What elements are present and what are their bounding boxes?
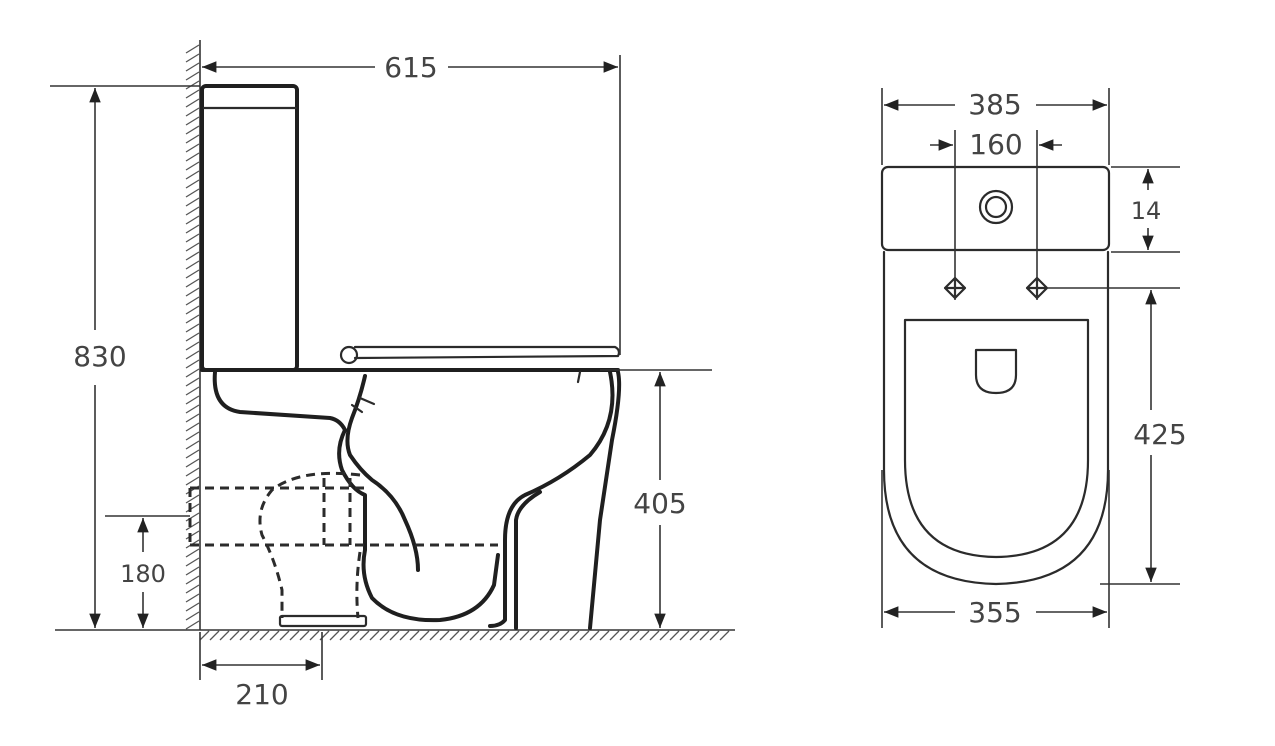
cistern [200,84,299,372]
dim-base-width-label: 355 [968,596,1021,629]
dim-outlet-height-label: 180 [120,560,166,588]
bowl-outlet [974,348,1018,395]
dimension-base-width: 355 [881,470,1110,629]
dimension-overall-width: 615 [202,51,621,355]
dim-top-width-label: 385 [968,88,1021,121]
dimension-top-width: 385 [881,88,1110,165]
toilet-bowl [212,370,622,630]
dim-bowl-length-label: 425 [1133,418,1186,451]
dimension-fixing-spacing: 160 [930,128,1062,300]
dim-fixing-spacing-label: 160 [969,128,1022,161]
dimension-seat-height: 405 [600,369,712,628]
dimension-outlet-height: 180 [105,515,190,628]
top-view: 385 160 14 425 [880,88,1187,629]
dimension-outlet-distance: 210 [199,632,323,711]
dimension-lid-depth: 14 [1111,166,1180,253]
flush-button-icon [978,189,1014,225]
toilet-seat [200,345,621,372]
side-view: 615 830 405 180 210 [50,40,735,711]
dimension-bowl-length: 425 [1048,287,1187,585]
dim-outlet-distance-label: 210 [235,678,288,711]
dim-overall-height-label: 830 [73,340,126,373]
seat-opening [903,318,1090,559]
cistern-lid [880,165,1111,252]
floor [55,629,735,641]
dimension-overall-height: 830 [50,85,200,628]
bowl-outline [882,250,1110,586]
dim-lid-depth-label: 14 [1131,197,1162,225]
wall [185,40,201,630]
hidden-outlet [188,471,498,628]
dim-overall-width-label: 615 [384,51,437,84]
dim-seat-height-label: 405 [633,487,686,520]
